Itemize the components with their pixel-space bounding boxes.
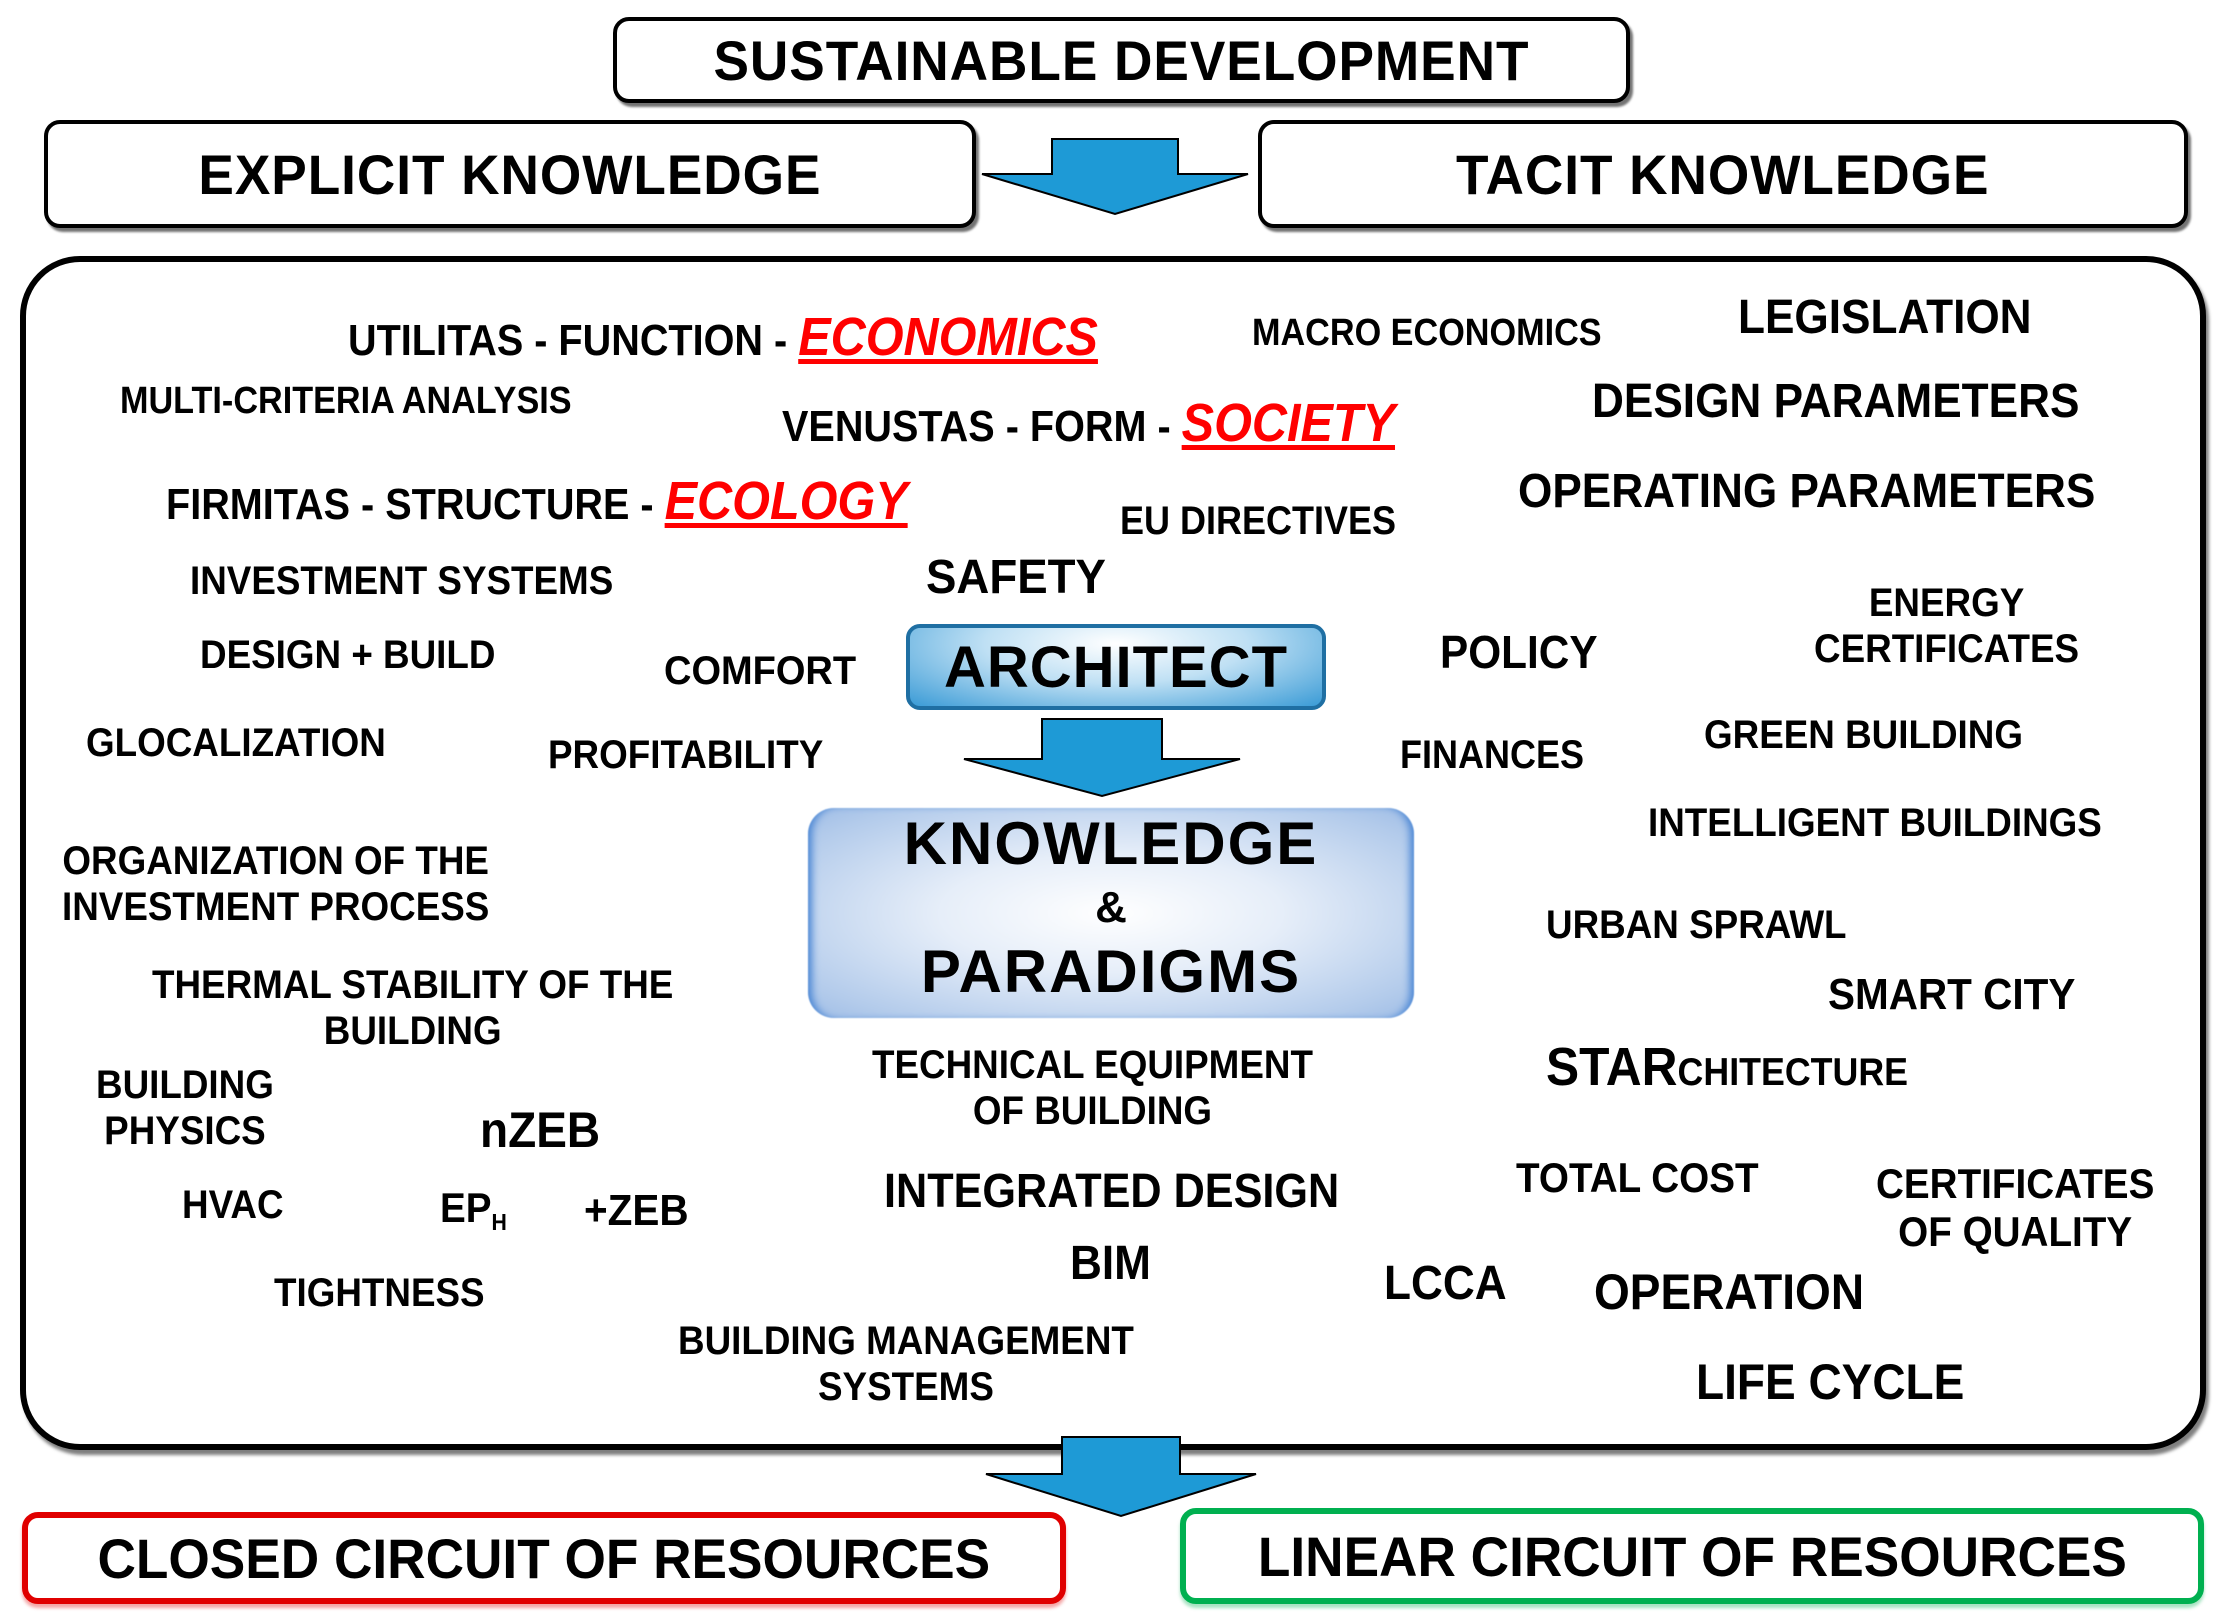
- society-highlight: SOCIETY: [1181, 393, 1395, 453]
- term-total-cost: TOTAL COST: [1516, 1154, 1759, 1201]
- term-integrated-design: INTEGRATED DESIGN: [884, 1165, 1340, 1218]
- term-building-management-systems: BUILDING MANAGEMENT SYSTEMS: [678, 1318, 1134, 1410]
- term-profitability: PROFITABILITY: [548, 733, 824, 777]
- explicit-knowledge-box: EXPLICIT KNOWLEDGE: [44, 120, 976, 228]
- term-urban-sprawl: URBAN SPRAWL: [1546, 903, 1847, 947]
- economics-highlight: ECONOMICS: [798, 307, 1098, 367]
- term-nzeb: nZEB: [480, 1102, 601, 1158]
- term-comfort: COMFORT: [664, 649, 857, 693]
- term-building-physics: BUILDING PHYSICS: [96, 1062, 274, 1154]
- term-operation: OPERATION: [1594, 1264, 1865, 1320]
- term-green-building: GREEN BUILDING: [1704, 713, 2023, 757]
- knowledge-paradigms-box: [808, 808, 1414, 1018]
- certificates-quality-line-2: OF QUALITY: [1898, 1208, 2133, 1256]
- sustainable-development-label: SUSTAINABLE DEVELOPMENT: [713, 28, 1530, 92]
- venustas-line: VENUSTAS - FORM - SOCIETY: [782, 392, 1395, 454]
- closed-circuit-box: CLOSED CIRCUIT OF RESOURCES: [22, 1512, 1066, 1604]
- term-design-build: DESIGN + BUILD: [200, 633, 496, 677]
- closed-circuit-label: CLOSED CIRCUIT OF RESOURCES: [97, 1526, 991, 1590]
- term-smart-city: SMART CITY: [1828, 970, 2076, 1019]
- bms-line-2: SYSTEMS: [818, 1365, 994, 1409]
- term-design-parameters: DESIGN PARAMETERS: [1592, 375, 2080, 428]
- utilitas-line: UTILITAS - FUNCTION - ECONOMICS: [348, 306, 1098, 368]
- building-physics-line-2: PHYSICS: [104, 1109, 266, 1153]
- technical-line-2: OF BUILDING: [972, 1089, 1213, 1133]
- architect-label: ARCHITECT: [943, 634, 1289, 700]
- thermal-line-1: THERMAL STABILITY OF THE: [152, 963, 674, 1007]
- ep-subscript: H: [491, 1209, 507, 1236]
- organization-line-2: INVESTMENT PROCESS: [62, 885, 490, 929]
- energy-certificates-line-1: ENERGY: [1868, 581, 2025, 625]
- firmitas-text: FIRMITAS - STRUCTURE -: [166, 480, 665, 529]
- term-tightness: TIGHTNESS: [274, 1271, 485, 1315]
- linear-circuit-box: LINEAR CIRCUIT OF RESOURCES: [1180, 1508, 2204, 1604]
- bms-line-1: BUILDING MANAGEMENT: [678, 1319, 1134, 1363]
- term-ep-h: EPH: [440, 1184, 507, 1236]
- venustas-text: VENUSTAS - FORM -: [782, 402, 1182, 451]
- term-legislation: LEGISLATION: [1738, 291, 2032, 344]
- term-bim: BIM: [1070, 1237, 1151, 1290]
- tacit-knowledge-label: TACIT KNOWLEDGE: [1456, 142, 1990, 206]
- term-eu-directives: EU DIRECTIVES: [1120, 499, 1397, 543]
- term-investment-systems: INVESTMENT SYSTEMS: [190, 559, 614, 603]
- organization-line-1: ORGANIZATION OF THE: [62, 839, 489, 883]
- utilitas-text: UTILITAS - FUNCTION -: [348, 316, 799, 365]
- term-safety: SAFETY: [926, 551, 1106, 604]
- starchitecture-rest: CHITECTURE: [1677, 1051, 1909, 1094]
- down-arrow-icon: [981, 138, 1249, 216]
- term-technical-equipment: TECHNICAL EQUIPMENT OF BUILDING: [872, 1042, 1313, 1134]
- architect-box: ARCHITECT: [906, 624, 1326, 710]
- term-organization-investment-process: ORGANIZATION OF THE INVESTMENT PROCESS: [62, 838, 489, 930]
- term-thermal-stability: THERMAL STABILITY OF THE BUILDING: [152, 962, 673, 1054]
- term-operating-parameters: OPERATING PARAMETERS: [1518, 465, 2096, 518]
- starchitecture-star: STAR: [1546, 1037, 1678, 1097]
- term-intelligent-buildings: INTELLIGENT BUILDINGS: [1648, 801, 2102, 845]
- term-finances: FINANCES: [1400, 733, 1585, 777]
- ecology-highlight: ECOLOGY: [664, 471, 908, 531]
- term-plus-zeb: +ZEB: [584, 1186, 689, 1235]
- ampersand-label: &: [1095, 883, 1127, 932]
- energy-certificates-line-2: CERTIFICATES: [1814, 627, 2080, 671]
- term-life-cycle: LIFE CYCLE: [1696, 1354, 1965, 1410]
- thermal-line-2: BUILDING: [323, 1009, 502, 1053]
- knowledge-paradigms-text: KNOWLEDGE & PARADIGMS: [808, 812, 1414, 1004]
- technical-line-1: TECHNICAL EQUIPMENT: [872, 1043, 1313, 1087]
- term-macro-economics: MACRO ECONOMICS: [1252, 312, 1602, 354]
- building-physics-line-1: BUILDING: [96, 1063, 274, 1107]
- knowledge-label: KNOWLEDGE: [903, 810, 1319, 877]
- term-lcca: LCCA: [1384, 1257, 1507, 1310]
- term-glocalization: GLOCALIZATION: [86, 721, 386, 765]
- tacit-knowledge-box: TACIT KNOWLEDGE: [1258, 120, 2188, 228]
- certificates-quality-line-1: CERTIFICATES: [1876, 1160, 2155, 1207]
- down-arrow-icon: [985, 1436, 1257, 1518]
- term-starchitecture: STARCHITECTURE: [1546, 1036, 1908, 1098]
- sustainable-development-box: SUSTAINABLE DEVELOPMENT: [613, 17, 1630, 103]
- down-arrow-icon: [963, 718, 1241, 798]
- term-certificates-of-quality: CERTIFICATES OF QUALITY: [1876, 1160, 2154, 1257]
- term-multi-criteria-analysis: MULTI-CRITERIA ANALYSIS: [120, 380, 572, 422]
- term-policy: POLICY: [1440, 626, 1598, 678]
- explicit-knowledge-label: EXPLICIT KNOWLEDGE: [198, 142, 822, 206]
- paradigms-label: PARADIGMS: [920, 938, 1302, 1005]
- ep-text: EP: [440, 1184, 492, 1231]
- term-hvac: HVAC: [182, 1183, 284, 1227]
- firmitas-line: FIRMITAS - STRUCTURE - ECOLOGY: [166, 470, 908, 532]
- term-energy-certificates: ENERGY CERTIFICATES: [1814, 580, 2079, 672]
- linear-circuit-label: LINEAR CIRCUIT OF RESOURCES: [1257, 1524, 2127, 1588]
